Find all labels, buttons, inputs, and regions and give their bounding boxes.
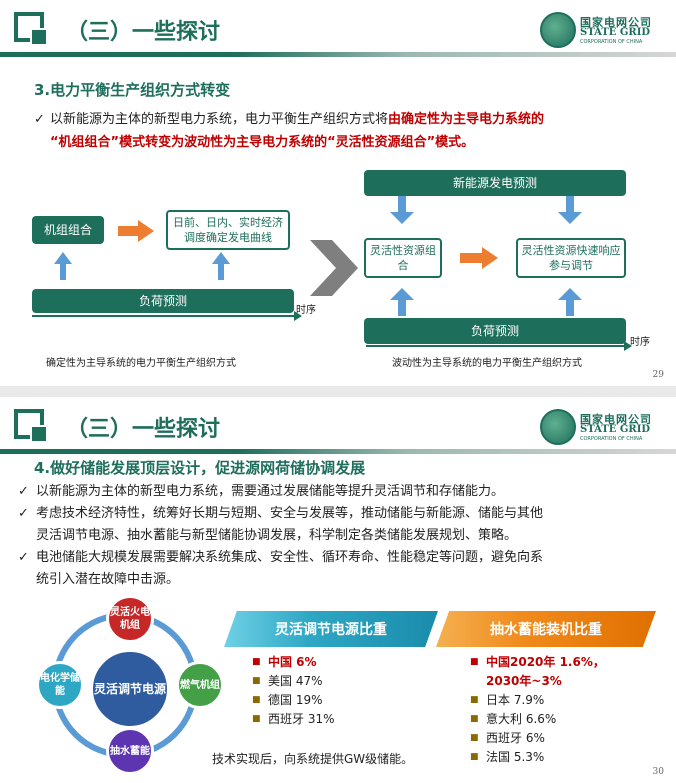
center-flexible-source: 灵活调节电源 [90,649,170,729]
node-pumped-storage: 抽水蓄能 [106,727,154,775]
node-flex-thermal: 灵活火电机组 [106,595,154,643]
slide-29: （三）一些探讨 国家电网公司 STATE GRID CORPORATION OF… [0,0,676,386]
time-axis-label-right: 时序 [630,337,650,348]
bullet-1: 以新能源为主体的新型电力系统，需要通过发展储能等提升灵活调节和存储能力。 [36,484,505,499]
bullet-2-line-1: 考虑技术经济特性，统筹好长期与短期、安全与发展等，推动储能与新能源、储能与其他 [36,506,544,521]
check-icon: ✓ [18,484,29,499]
list-item: 德国 19% [252,691,335,710]
check-icon: ✓ [34,112,45,127]
flex-source-banner: 灵活调节电源比重 [224,611,438,647]
flex-source-list: 中国 6% 美国 47% 德国 19% 西班牙 31% [252,653,335,729]
list-item: 中国 6% [252,653,335,672]
slide-30: （三）一些探讨 国家电网公司 STATE GRID CORPORATION OF… [0,397,676,783]
node-electrochem-storage: 电化学储能 [36,661,84,709]
dispatch-schedule-box: 日前、日内、实时经济调度确定发电曲线 [166,210,290,250]
page-number: 29 [652,370,664,380]
pumped-storage-banner: 抽水蓄能装机比重 [436,611,656,647]
list-item: 意大利 6.6% [470,710,605,729]
state-grid-logo: 国家电网公司 STATE GRID CORPORATION OF CHINA [540,409,668,447]
paragraph-line-2: “机组组合”模式转变为波动性为主导电力系统的“灵活性资源组合”模式。 [50,135,475,150]
storage-note: 技术实现后，向系统提供GW级储能。 [212,752,414,766]
list-item: 美国 47% [252,672,335,691]
section-square-icon [14,12,48,46]
globe-icon [540,409,576,445]
page-title: （三）一些探讨 [66,417,221,442]
load-forecast-box-right: 负荷预测 [364,318,626,344]
pumped-storage-list: 中国2020年 1.6%， 2030年~3% 日本 7.9% 意大利 6.6% … [470,653,605,767]
page-number: 30 [652,767,664,777]
page-title: （三）一些探讨 [66,20,221,45]
section-title: 3.电力平衡生产组织方式转变 [34,81,231,99]
header-divider [0,52,676,57]
state-grid-logo: 国家电网公司 STATE GRID CORPORATION OF CHINA [540,12,668,50]
bullet-2-line-2: 灵活调节电源、抽水蓄能与新型储能协调发展，科学制定各类储能发展规划、策略。 [36,528,518,543]
flex-combo-box: 灵活性资源组合 [364,238,442,278]
re-forecast-box: 新能源发电预测 [364,170,626,196]
section-title: 4.做好储能发展顶层设计，促进源网荷储协调发展 [34,459,366,477]
caption-right: 波动性为主导系统的电力平衡生产组织方式 [392,358,582,369]
load-forecast-box-left: 负荷预测 [32,289,294,313]
flex-response-box: 灵活性资源快速响应参与调节 [516,238,626,278]
paragraph-line-1: 以新能源为主体的新型电力系统，电力平衡生产组织方式将由确定性为主导电力系统的 [50,112,545,127]
flow-diagram-arrows [32,196,632,351]
caption-left: 确定性为主导系统的电力平衡生产组织方式 [46,358,236,369]
bullet-3-line-2: 统引入潜在故障中击源。 [36,572,180,587]
section-square-icon [14,409,48,443]
time-axis-label-left: 时序 [296,305,316,316]
list-item: 中国2020年 1.6%， [470,653,605,672]
list-item-cont: 2030年~3% [486,674,562,688]
check-icon: ✓ [18,506,29,521]
header-divider [0,449,676,454]
globe-icon [540,12,576,48]
list-item: 日本 7.9% [470,691,605,710]
list-item: 法国 5.3% [470,748,605,767]
node-gas-unit: 燃气机组 [176,661,224,709]
list-item: 西班牙 31% [252,710,335,729]
list-item: 西班牙 6% [470,729,605,748]
bullet-3-line-1: 电池储能大规模发展需要解决系统集成、安全性、循环寿命、性能稳定等问题，避免向系 [36,550,544,565]
unit-combo-box: 机组组合 [32,216,104,244]
check-icon: ✓ [18,550,29,565]
